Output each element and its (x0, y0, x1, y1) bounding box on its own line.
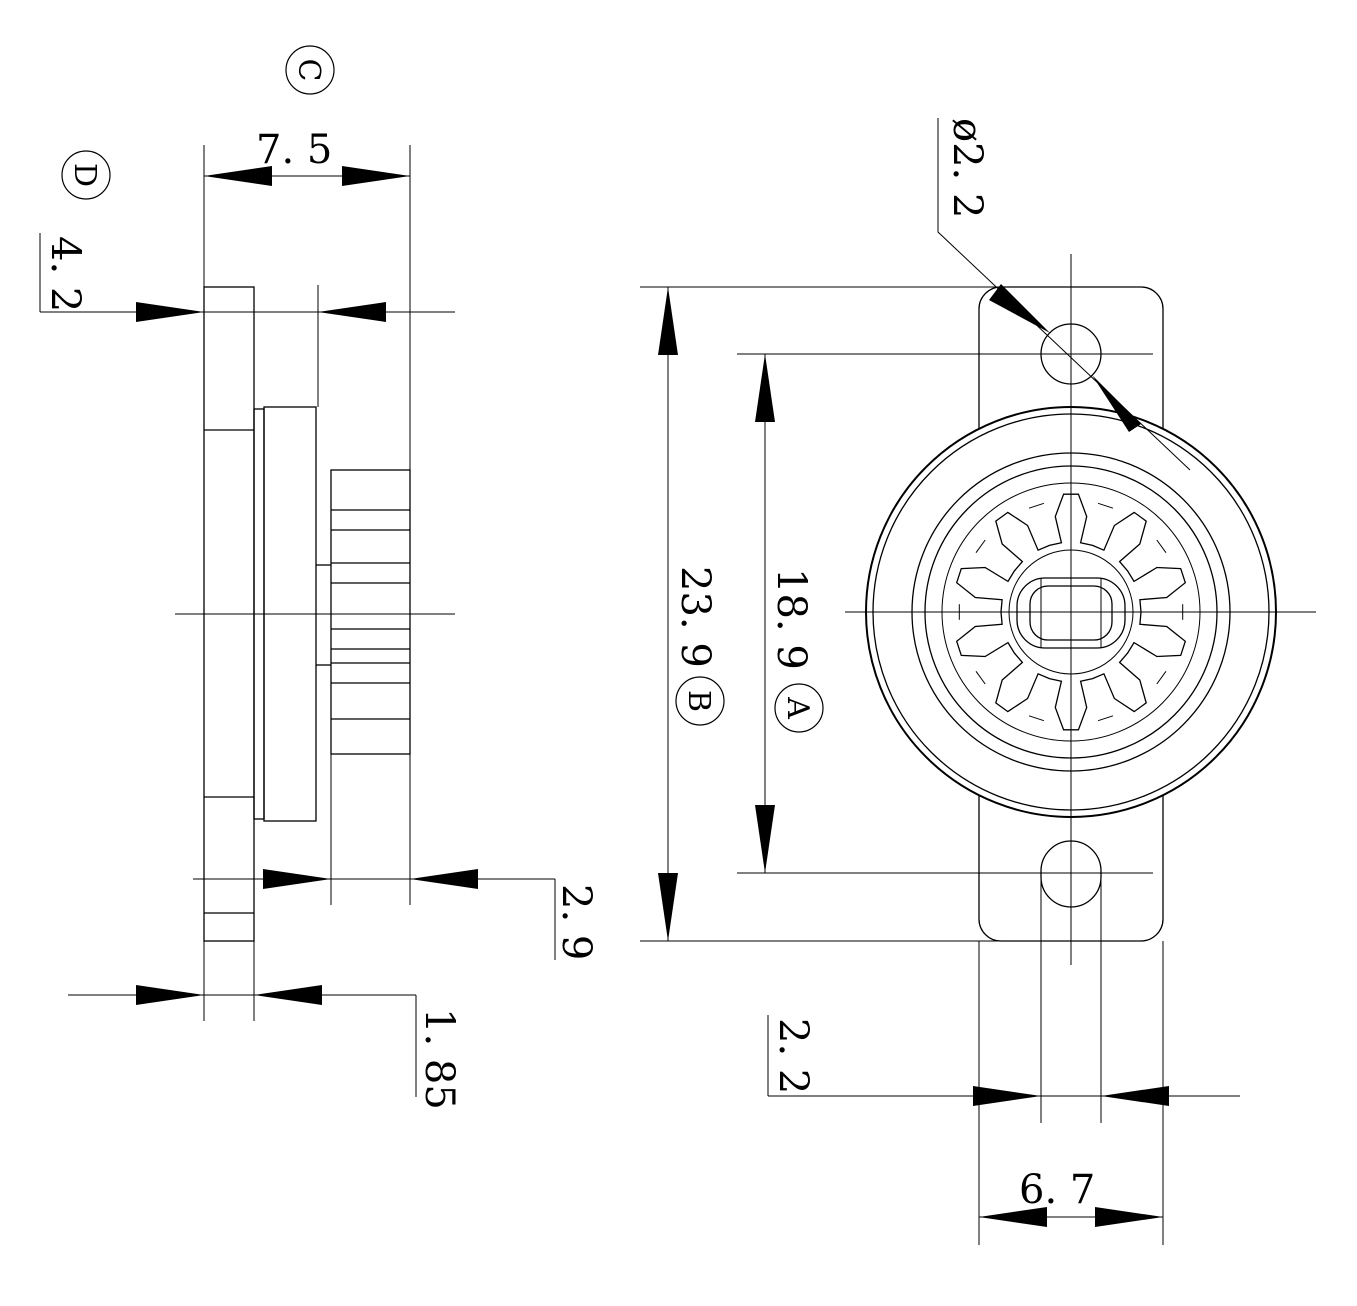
dim-arrow (263, 869, 331, 889)
dim-arrow (658, 287, 678, 355)
dim-18-9-label: 18. 9 (768, 568, 814, 670)
dim-arrow (1101, 1086, 1169, 1106)
gear-notch (1097, 715, 1114, 722)
gear-notch (975, 671, 986, 685)
dim-6-7-label: 6. 7 (1019, 1167, 1095, 1213)
marker-c: C (285, 45, 335, 95)
gear-notch (1028, 502, 1045, 509)
dim-arrow (136, 302, 204, 322)
dim-arrow (979, 1207, 1047, 1227)
dim-arrow (342, 166, 410, 186)
side-gear (316, 469, 411, 755)
front-view (640, 118, 1316, 1245)
dim-arrow (658, 873, 678, 941)
dim-arrow (410, 869, 478, 889)
dim-arrow (318, 302, 386, 322)
dim-arrow (1095, 1207, 1163, 1227)
dim-arrow (204, 166, 272, 186)
gear-notch (1156, 539, 1167, 553)
gear-notch (1028, 715, 1045, 722)
svg-text:C: C (291, 59, 326, 82)
gear-notch (975, 539, 986, 553)
dim-arrow (136, 985, 204, 1005)
dim-2-2-label: 2. 2 (770, 1018, 816, 1094)
dim-arrow (1092, 375, 1141, 432)
dim-arrow (755, 354, 775, 422)
svg-text:A: A (780, 696, 815, 719)
dim-arrow (755, 805, 775, 873)
dim-1-85-label: 1. 85 (416, 1008, 462, 1110)
dim-4-2-label: 4. 2 (42, 236, 88, 312)
side-view (39, 145, 556, 1097)
dim-7-5-label: 7. 5 (256, 127, 332, 173)
gear-notch (1156, 671, 1167, 685)
gear-teeth (955, 493, 1187, 731)
gear-notch (1097, 502, 1114, 509)
dim-2-9-label: 2. 9 (553, 884, 599, 960)
svg-text:B: B (681, 690, 716, 712)
dim-arrow (973, 1086, 1041, 1106)
marker-b: B (675, 676, 725, 726)
svg-text:D: D (67, 163, 102, 187)
dim-arrow (254, 985, 322, 1005)
marker-a: A (774, 683, 824, 733)
dim-23-9-label: 23. 9 (672, 566, 718, 668)
marker-d: D (61, 150, 111, 200)
dim-arrow (989, 284, 1050, 333)
hole-diameter-label: ø2. 2 (944, 118, 990, 218)
